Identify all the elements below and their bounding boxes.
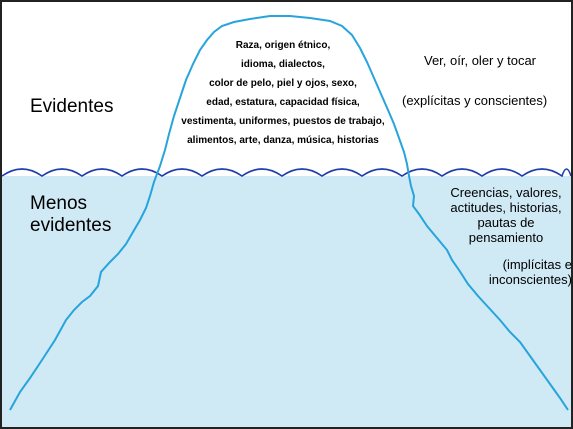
tip-line: Raza, origen étnico,: [235, 40, 331, 51]
beliefs-line: pensamiento: [468, 230, 544, 245]
iceberg-tip-text: Raza, origen étnico, idioma, dialectos, …: [170, 36, 396, 150]
beliefs-text: Creencias, valores, actitudes, historias…: [440, 185, 572, 245]
beliefs-line: pautas de: [477, 215, 535, 230]
tip-line: edad, estatura, capacidad física,: [206, 97, 360, 108]
tip-line: alimentos, arte, danza, música, historia…: [187, 135, 379, 146]
tip-line: idioma, dialectos,: [241, 59, 325, 70]
beliefs-line: Creencias, valores,: [450, 185, 562, 200]
implicit-line: (implícitas e: [502, 257, 572, 272]
menos-evidentes-label: Menos evidentes: [30, 193, 111, 237]
menos-line: Menos: [30, 193, 88, 214]
tip-line: vestimenta, uniformes, puestos de trabaj…: [181, 116, 385, 127]
evidentes-line: evidentes: [30, 215, 112, 236]
iceberg-outline: [9, 15, 569, 411]
implicit-unconscious-text: (implícitas e inconscientes): [458, 257, 572, 287]
beliefs-line: actitudes, historias,: [450, 200, 562, 215]
water-wave-line: [1, 168, 572, 178]
water-area: [2, 176, 571, 427]
evidentes-label: Evidentes: [30, 96, 114, 117]
explicit-conscious-text: (explícitas y conscientes): [402, 93, 548, 108]
senses-text: Ver, oír, oler y tocar: [424, 53, 536, 68]
tip-line: color de pelo, piel y ojos, sexo,: [209, 78, 357, 89]
implicit-line: inconscientes): [488, 272, 572, 287]
